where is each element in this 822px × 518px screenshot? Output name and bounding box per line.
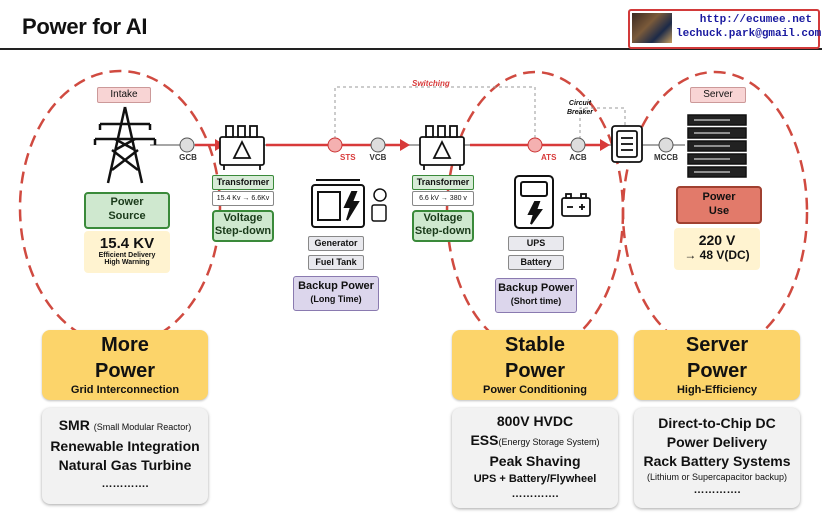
list-item: UPS + Battery/Flywheel <box>473 473 597 485</box>
stable-power-title: Stable Power <box>504 334 566 382</box>
stepdown-2-box: Voltage Step-down <box>412 210 474 242</box>
intake-voltage: 15.4 KV <box>99 235 155 252</box>
transformer-2-label: Transformer <box>412 175 474 190</box>
voltage-note-1: Efficient Delivery <box>98 252 156 259</box>
list-item: …………. <box>511 488 559 500</box>
switching-path <box>334 86 536 145</box>
server-tag: Server <box>690 87 746 103</box>
voltage-note-2: High Warning <box>104 259 150 266</box>
list-item: Peak Shaving <box>489 453 581 469</box>
backup-short-box: Backup Power (Short time) <box>495 278 577 313</box>
backup-long-title: Backup Power <box>298 280 374 292</box>
list-item: Power Delivery <box>666 434 768 450</box>
header-divider <box>0 48 822 50</box>
backup-short-sub: (Short time) <box>510 296 562 306</box>
mccb-label: MCCB <box>654 153 678 162</box>
logo-text: http://ecumee.net lechuck.park@gmail.com <box>676 13 822 41</box>
list-item: Natural Gas Turbine <box>58 457 192 473</box>
list-item: Renewable Integration <box>50 438 200 454</box>
transformer-2-ratio: 6.6 kV → 380 v <box>412 191 474 206</box>
circuit-breaker-label: Circuit Breaker <box>566 100 594 116</box>
transformer-1-ratio: 15.4 Kv → 6.6Kv <box>212 191 274 206</box>
battery-tag: Battery <box>508 255 564 270</box>
flow-arrow-3 <box>600 139 610 151</box>
intake-ellipse <box>18 69 222 347</box>
server-voltage-box: 220 V → 48 V(DC) <box>674 228 760 270</box>
list-item: ESS(Energy Storage System) <box>470 432 600 448</box>
transformer-1-icon <box>219 125 265 170</box>
breaker-path <box>579 107 626 145</box>
backup-short-title: Backup Power <box>498 282 574 294</box>
transformer-2-icon <box>419 125 465 170</box>
list-item: …………. <box>693 484 741 496</box>
more-power-list: SMR (Small Modular Reactor) Renewable In… <box>42 408 208 504</box>
gcb-label: GCB <box>179 153 197 162</box>
list-item: 800V HVDC <box>496 413 574 429</box>
ats-node <box>527 137 543 153</box>
acb-label: ACB <box>569 153 587 162</box>
switching-label: Switching <box>412 79 450 88</box>
server-power-card: Server Power High-Efficiency <box>634 330 800 400</box>
power-use-box: Power Use <box>676 186 762 224</box>
intake-voltage-box: 15.4 KV Efficient Delivery High Warning <box>84 231 170 273</box>
page-title: Power for AI <box>22 14 148 39</box>
logo-image <box>632 13 672 43</box>
stepdown-1-box: Voltage Step-down <box>212 210 274 242</box>
server-power-title: Server Power <box>685 334 749 382</box>
stable-power-card: Stable Power Power Conditioning <box>452 330 618 400</box>
transmission-tower-icon <box>93 106 157 184</box>
gcb-node <box>179 137 195 153</box>
fuel-tank-icon <box>371 188 387 222</box>
stable-power-list: 800V HVDC ESS(Energy Storage System) Pea… <box>452 408 618 508</box>
circuit-breaker-icon <box>611 125 643 163</box>
sts-node <box>327 137 343 153</box>
stable-power-subtitle: Power Conditioning <box>483 384 587 396</box>
list-item: (Lithium or Supercapacitor backup) <box>646 472 788 482</box>
list-item: Rack Battery Systems <box>643 453 791 469</box>
backup-long-box: Backup Power (Long Time) <box>293 276 379 311</box>
more-power-title: More Power <box>94 334 156 382</box>
power-source-box: Power Source <box>84 192 170 229</box>
vcb-label: VCB <box>369 153 387 162</box>
ups-icon <box>514 175 554 229</box>
list-item: Direct-to-Chip DC <box>658 415 776 431</box>
server-voltage-1: 220 V <box>698 232 736 248</box>
list-item: …………. <box>101 478 149 490</box>
transformer-1-label: Transformer <box>212 175 274 190</box>
more-power-card: More Power Grid Interconnection <box>42 330 208 400</box>
generator-icon <box>311 179 365 228</box>
generator-tag: Generator <box>308 236 364 251</box>
acb-node <box>570 137 586 153</box>
fuel-tank-tag: Fuel Tank <box>308 255 364 270</box>
ups-tag: UPS <box>508 236 564 251</box>
list-item: SMR (Small Modular Reactor) <box>58 417 192 433</box>
vcb-node <box>370 137 386 153</box>
server-power-list: Direct-to-Chip DC Power Delivery Rack Ba… <box>634 408 800 508</box>
ats-label: ATS <box>541 153 557 162</box>
more-power-subtitle: Grid Interconnection <box>70 384 180 396</box>
logo-url-link[interactable]: http://ecumee.net <box>699 14 812 26</box>
logo-email-link[interactable]: lechuck.park@gmail.com <box>676 28 822 40</box>
flow-arrow-2 <box>400 139 410 151</box>
server-power-subtitle: High-Efficiency <box>676 384 758 396</box>
battery-icon <box>561 193 591 217</box>
mccb-node <box>658 137 674 153</box>
sts-label: STS <box>340 153 356 162</box>
backup-long-sub: (Long Time) <box>310 294 362 304</box>
server-rack-icon <box>687 114 747 178</box>
intake-tag: Intake <box>97 87 151 103</box>
server-ellipse <box>621 70 809 354</box>
server-voltage-2: → 48 V(DC) <box>684 248 750 262</box>
